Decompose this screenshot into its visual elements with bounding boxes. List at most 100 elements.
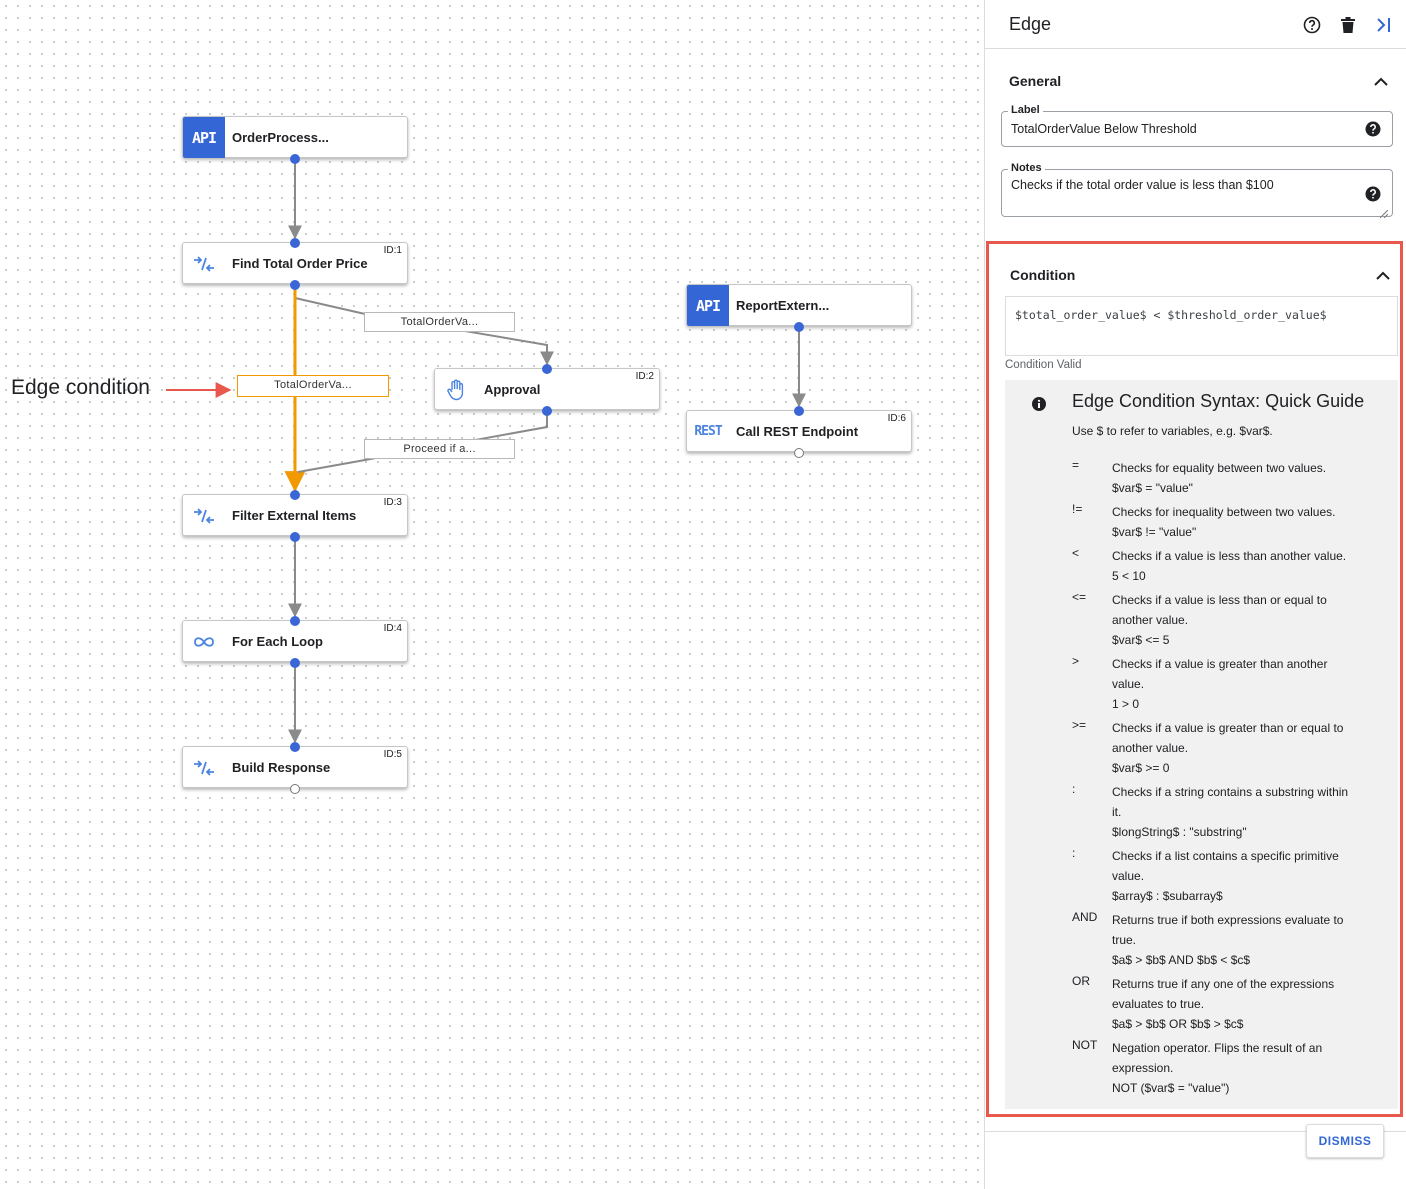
operator-symbol: OR	[1072, 974, 1090, 988]
node-find-total-order-price[interactable]: Find Total Order Price ID:1	[182, 242, 408, 284]
api-icon: API	[183, 117, 225, 158]
node-title: OrderProcess...	[232, 130, 329, 145]
node-approval[interactable]: Approval ID:2	[434, 368, 660, 410]
input-port[interactable]	[290, 616, 300, 626]
output-port-empty[interactable]	[290, 784, 300, 794]
operator-description-line: value.	[1112, 869, 1145, 883]
operator-description-line: $a$ > $b$ OR $b$ > $c$	[1112, 1017, 1244, 1031]
edge-label-find-filter-selected[interactable]: TotalOrderVa...	[237, 375, 389, 397]
operator-symbol: :	[1072, 782, 1076, 796]
node-for-each-loop[interactable]: For Each Loop ID:4	[182, 620, 408, 662]
output-port[interactable]	[290, 280, 300, 290]
annotation-edge-condition: Edge condition	[11, 376, 150, 399]
help-icon[interactable]	[1301, 14, 1323, 36]
condition-expression-input[interactable]: $total_order_value$ < $threshold_order_v…	[1005, 296, 1398, 356]
edge-label-approval-filter[interactable]: Proceed if a...	[364, 439, 515, 459]
operator-symbol: !=	[1072, 502, 1083, 516]
panel-header: Edge	[985, 0, 1406, 49]
notes-field[interactable]: Notes Checks if the total order value is…	[1001, 162, 1393, 219]
operator-description-line: Checks if a value is less than or equal …	[1112, 593, 1327, 607]
node-id: ID:6	[887, 413, 906, 424]
help-filled-icon[interactable]	[1365, 186, 1381, 202]
label-field[interactable]: Label TotalOrderValue Below Threshold	[1001, 104, 1393, 147]
node-report-external[interactable]: API ReportExtern...	[686, 284, 912, 326]
operator-description-line: Checks if a list contains a specific pri…	[1112, 849, 1339, 863]
node-id: ID:1	[383, 245, 402, 256]
api-icon: API	[687, 285, 729, 326]
edge-label-find-approval[interactable]: TotalOrderVa...	[364, 312, 515, 332]
chevron-up-icon[interactable]	[1373, 74, 1389, 90]
node-title: Find Total Order Price	[232, 256, 368, 271]
loop-icon	[183, 621, 225, 662]
operator-description-line: $longString$ : "substring"	[1112, 825, 1247, 839]
operator-description-line: true.	[1112, 933, 1137, 947]
input-port[interactable]	[290, 238, 300, 248]
operator-description-line: Checks for inequality between two values…	[1112, 505, 1336, 519]
output-port[interactable]	[542, 406, 552, 416]
guide-title: Edge Condition Syntax: Quick Guide	[1072, 391, 1365, 411]
panel-title: Edge	[1009, 14, 1052, 34]
operator-symbol: <=	[1072, 590, 1087, 604]
chevron-up-icon[interactable]	[1375, 268, 1391, 284]
edge-properties-panel: Edge General Label TotalOrderValue Below…	[984, 0, 1406, 1189]
integration-canvas[interactable]: Edge condition TotalOrderVa... TotalOrde…	[0, 0, 984, 1189]
node-build-response[interactable]: Build Response ID:5	[182, 746, 408, 788]
operator-description: Checks if a value is less than or equal …	[1112, 590, 1384, 650]
operator-description-line: evaluates to true.	[1112, 997, 1205, 1011]
guide-intro: Use $ to refer to variables, e.g. $var$.	[1072, 424, 1273, 438]
info-icon	[1031, 396, 1047, 417]
operator-symbol: <	[1072, 546, 1080, 560]
operator-description: Checks if a value is greater than anothe…	[1112, 654, 1384, 714]
node-id: ID:4	[383, 623, 402, 634]
operator-description: Checks if a value is greater than or equ…	[1112, 718, 1384, 778]
operator-description-line: Checks if a value is greater than anothe…	[1112, 657, 1328, 671]
operator-description-line: Checks for equality between two values.	[1112, 461, 1327, 475]
node-title: Filter External Items	[232, 508, 357, 523]
data-mapping-icon	[183, 747, 225, 788]
condition-expression[interactable]: $total_order_value$ < $threshold_order_v…	[1015, 308, 1327, 322]
node-order-process[interactable]: API OrderProcess...	[182, 116, 408, 158]
output-port[interactable]	[290, 154, 300, 164]
operator-description-line: Returns true if both expressions evaluat…	[1112, 913, 1344, 927]
operator-description: Checks if a string contains a substring …	[1112, 782, 1384, 842]
node-title: Build Response	[232, 760, 331, 775]
node-title: For Each Loop	[232, 634, 323, 649]
output-port[interactable]	[290, 658, 300, 668]
notes-field-value[interactable]: Checks if the total order value is less …	[1011, 178, 1274, 192]
input-port[interactable]	[290, 490, 300, 500]
output-port-empty[interactable]	[794, 448, 804, 458]
output-port[interactable]	[794, 322, 804, 332]
node-call-rest-endpoint[interactable]: REST Call REST Endpoint ID:6	[686, 410, 912, 452]
operator-description-line: 1 > 0	[1112, 697, 1140, 711]
node-title: ReportExtern...	[736, 298, 830, 313]
operator-description-line: Negation operator. Flips the result of a…	[1112, 1041, 1323, 1055]
operator-description: Returns true if any one of the expressio…	[1112, 974, 1384, 1034]
operator-description-line: another value.	[1112, 741, 1189, 755]
operator-description-line: 5 < 10	[1112, 569, 1146, 583]
operator-description-line: it.	[1112, 805, 1122, 819]
collapse-panel-icon[interactable]	[1373, 14, 1395, 36]
node-filter-external-items[interactable]: Filter External Items ID:3	[182, 494, 408, 536]
output-port[interactable]	[290, 532, 300, 542]
operator-description: Negation operator. Flips the result of a…	[1112, 1038, 1384, 1098]
divider	[985, 1131, 1406, 1132]
hand-icon	[435, 369, 477, 410]
operator-symbol: AND	[1072, 910, 1098, 924]
delete-icon[interactable]	[1337, 14, 1359, 36]
operator-description: Returns true if both expressions evaluat…	[1112, 910, 1384, 970]
label-field-value[interactable]: TotalOrderValue Below Threshold	[1011, 122, 1197, 136]
operator-description-line: $var$ = "value"	[1112, 481, 1193, 495]
node-id: ID:2	[635, 371, 654, 382]
input-port[interactable]	[290, 742, 300, 752]
operator-description: Checks if a value is less than another v…	[1112, 546, 1384, 586]
input-port[interactable]	[794, 406, 804, 416]
input-port[interactable]	[542, 364, 552, 374]
resize-handle-icon[interactable]	[1379, 205, 1389, 219]
node-id: ID:3	[383, 497, 402, 508]
help-filled-icon[interactable]	[1365, 121, 1381, 137]
operator-symbol: >	[1072, 654, 1080, 668]
dismiss-button[interactable]: DISMISS	[1306, 1124, 1384, 1158]
operator-description-line: $array$ : $subarray$	[1112, 889, 1223, 903]
operator-description-line: $a$ > $b$ AND $b$ < $c$	[1112, 953, 1251, 967]
condition-status: Condition Valid	[1005, 359, 1082, 371]
